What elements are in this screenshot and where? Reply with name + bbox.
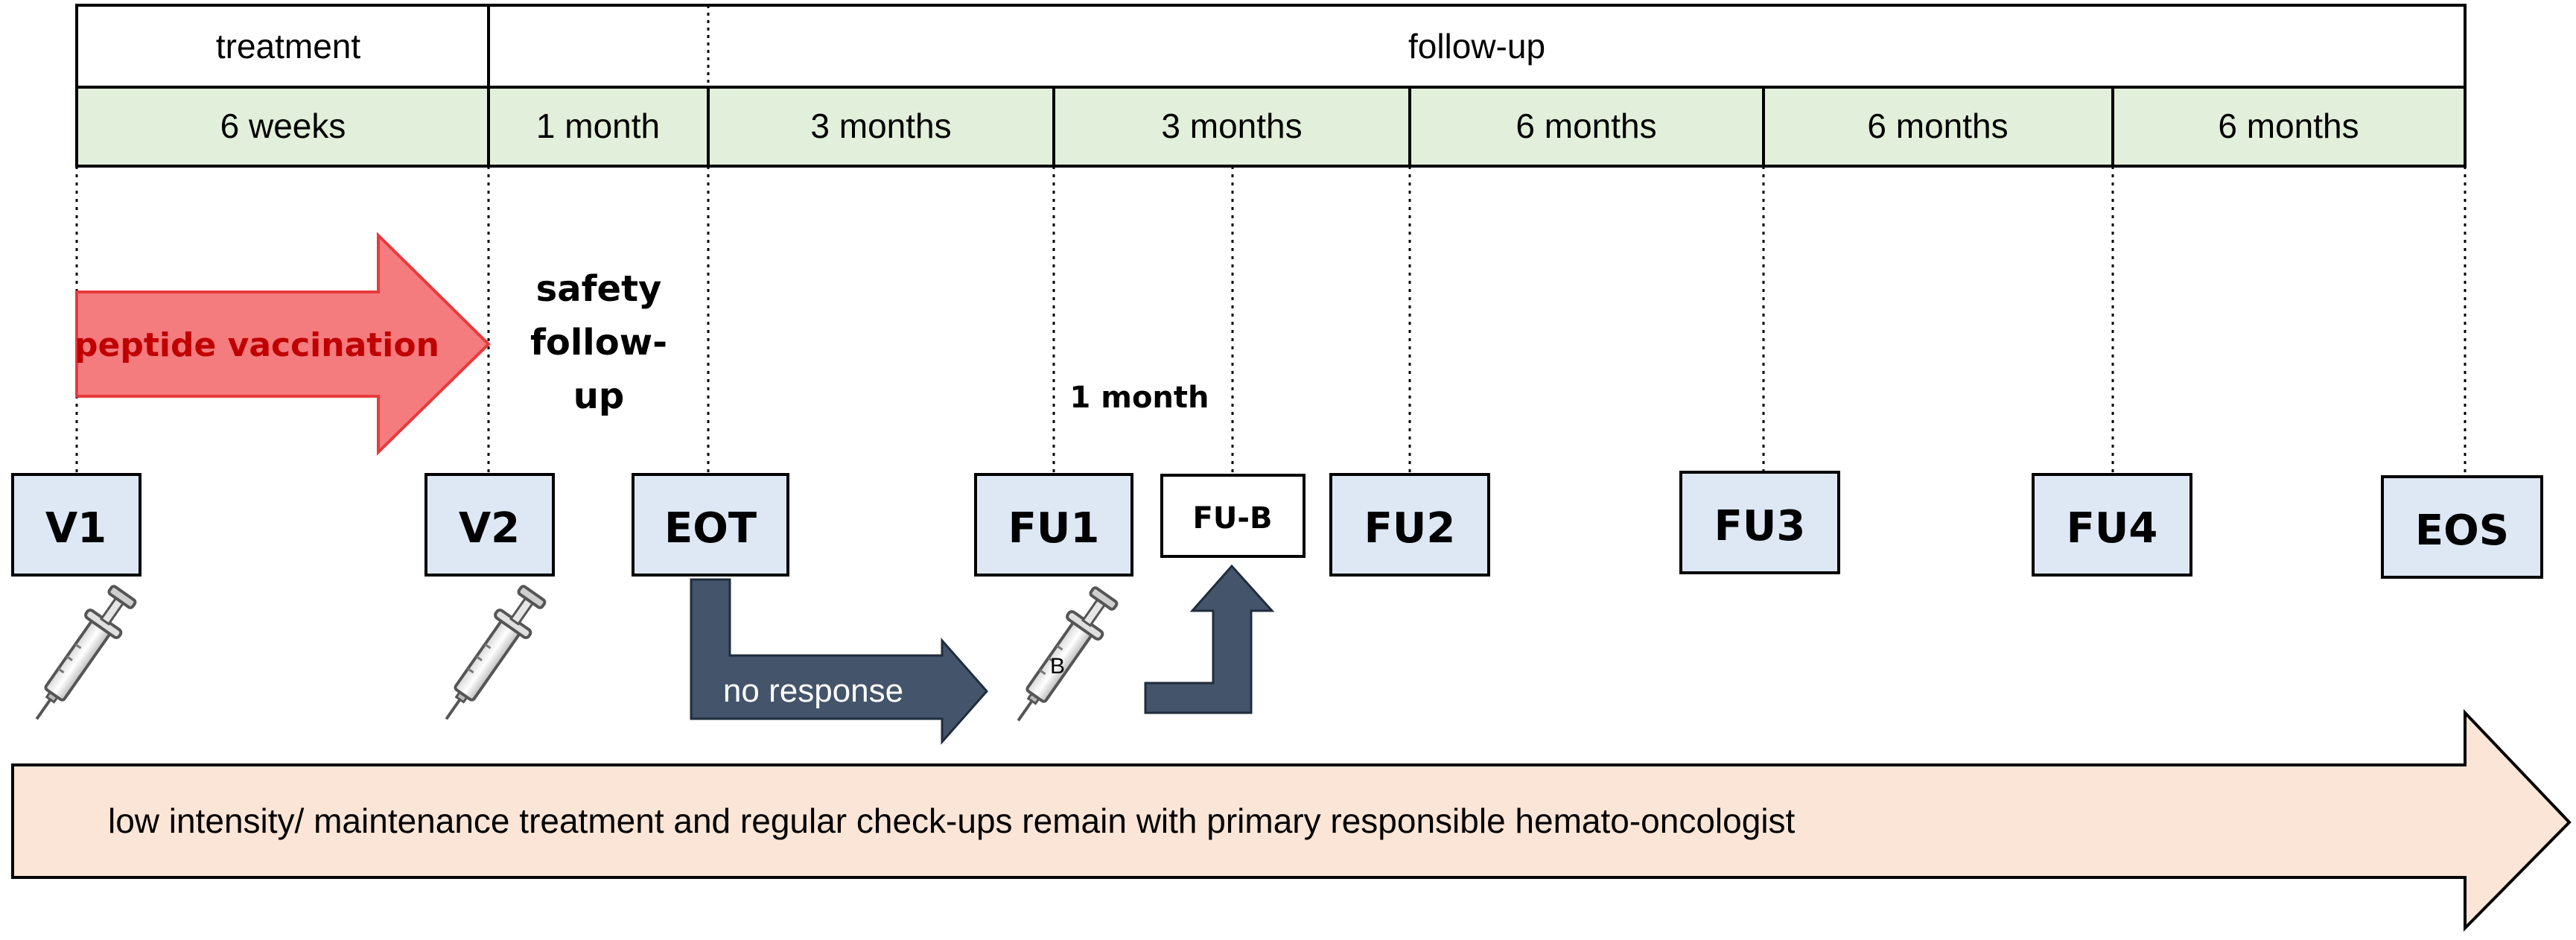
- visit-boxes: V1 V2 EOT FU1 FU-B FU2 FU3 FU4: [11, 471, 2543, 579]
- syringe-icon: [19, 580, 143, 732]
- phase-followup-label: follow-up: [1408, 27, 1545, 66]
- bottom-banner-arrow: low intensity/ maintenance treatment and…: [11, 709, 2572, 932]
- fu-b-arrow: [1144, 564, 1275, 714]
- safety-line: safety: [536, 268, 662, 310]
- timeline-connectors: [75, 166, 2467, 477]
- duration-label: 6 months: [1867, 107, 2008, 145]
- phase-row-box: [75, 4, 2467, 89]
- peptide-vaccination-label: peptide vaccination: [74, 326, 439, 364]
- visit-box-fu-b: FU-B: [1160, 474, 1306, 558]
- duration-label: 3 months: [810, 107, 951, 145]
- visit-label: V1: [45, 504, 106, 553]
- duration-label: 6 weeks: [220, 107, 346, 145]
- phase-header: treatment follow-up: [75, 4, 2467, 89]
- syringe-mark: B: [1050, 654, 1065, 679]
- visit-box-fu3: FU3: [1679, 471, 1840, 574]
- visit-label: FU3: [1714, 502, 1806, 550]
- no-response-arrow: no response: [690, 578, 989, 745]
- peptide-vaccination-arrow: peptide vaccination: [74, 232, 491, 456]
- duration-label: 1 month: [536, 107, 660, 145]
- visit-label: V2: [459, 504, 520, 553]
- visit-box-fu1: FU1: [974, 473, 1133, 577]
- visit-label: EOT: [664, 504, 757, 553]
- visit-label: FU-B: [1193, 501, 1273, 536]
- bottom-banner-text: low intensity/ maintenance treatment and…: [108, 801, 1796, 840]
- visit-box-eot: EOT: [632, 473, 789, 577]
- no-response-label: no response: [723, 673, 903, 709]
- one-month-label: 1 month: [1070, 381, 1209, 415]
- duration-row-box: [75, 86, 2467, 168]
- visit-box-v2: V2: [424, 473, 555, 577]
- syringe-icon: B: [1000, 582, 1125, 734]
- safety-followup-text: safety follow- up: [530, 268, 667, 417]
- visit-label: FU2: [1364, 504, 1456, 553]
- visit-box-v1: V1: [11, 473, 141, 577]
- visit-label: EOS: [2415, 506, 2509, 555]
- duration-label: 6 months: [1516, 107, 1656, 145]
- duration-label: 6 months: [2218, 107, 2359, 145]
- safety-line: follow-: [530, 322, 667, 363]
- visit-box-eos: EOS: [2381, 475, 2543, 579]
- visit-box-fu4: FU4: [2032, 473, 2192, 577]
- visit-label: FU1: [1008, 504, 1100, 553]
- duration-row: 6 weeks 1 month 3 months 3 months 6 mont…: [75, 86, 2467, 168]
- visit-box-fu2: FU2: [1329, 473, 1490, 577]
- visit-label: FU4: [2067, 504, 2158, 553]
- syringe-icon: [428, 580, 553, 732]
- phase-treatment-label: treatment: [216, 27, 361, 66]
- duration-label: 3 months: [1161, 107, 1302, 145]
- safety-line: up: [573, 375, 625, 417]
